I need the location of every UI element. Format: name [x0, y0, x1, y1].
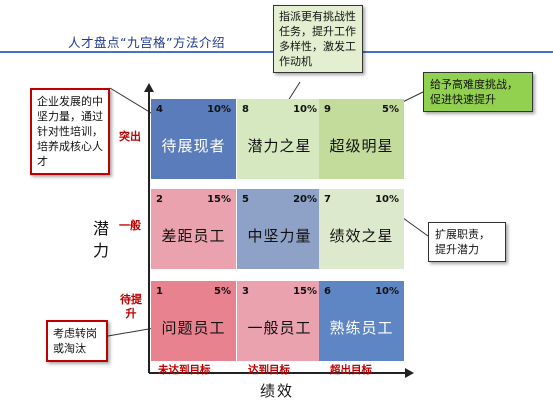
cell-number: 2 — [156, 194, 163, 205]
cell-label: 潜力之星 — [247, 137, 312, 155]
cell-number: 7 — [324, 194, 331, 205]
cell-number: 4 — [156, 104, 163, 115]
note-expand: 扩展职责，提升潜力 — [428, 222, 506, 262]
cell-percentage: 10% — [293, 104, 317, 115]
x-level-below: 未达到目标 — [158, 364, 211, 376]
cell-percentage: 20% — [293, 194, 317, 205]
grid-cell-7: 7 10% 绩效之星 — [319, 189, 404, 269]
grid-cell-8: 8 10% 潜力之星 — [237, 99, 322, 179]
cell-label: 中坚力量 — [247, 227, 312, 245]
x-level-meet: 达到目标 — [248, 364, 290, 376]
note-challenge: 指派更有挑战性任务，提升工作多样性，激发工作动机 — [273, 5, 363, 73]
cell-number: 6 — [324, 286, 331, 297]
y-level-medium: 一般 — [119, 219, 141, 232]
cell-label: 超级明星 — [329, 137, 394, 155]
cell-percentage: 15% — [293, 286, 317, 297]
cell-number: 1 — [156, 286, 163, 297]
cell-number: 3 — [242, 286, 249, 297]
cell-label: 问题员工 — [161, 319, 226, 337]
cell-label: 绩效之星 — [329, 227, 394, 245]
note-transfer: 考虑转岗或淘汰 — [46, 320, 108, 362]
y-level-high: 突出 — [119, 130, 141, 143]
cell-percentage: 10% — [207, 104, 231, 115]
x-axis — [149, 368, 414, 378]
cell-number: 9 — [324, 104, 331, 115]
cell-label: 差距员工 — [161, 227, 226, 245]
grid-cell-2: 2 15% 差距员工 — [151, 189, 236, 269]
y-axis-title: 潜力 — [92, 219, 109, 260]
cell-label: 一般员工 — [247, 319, 312, 337]
y-axis — [144, 83, 154, 373]
cell-percentage: 10% — [375, 194, 399, 205]
page-title: 人才盘点“九宫格”方法介绍 — [68, 35, 225, 50]
grid-cell-6: 6 10% 熟练员工 — [319, 281, 404, 361]
cell-percentage: 5% — [214, 286, 231, 297]
x-level-exceed: 超出目标 — [330, 364, 372, 376]
y-level-low: 待提升 — [120, 293, 142, 320]
note-promote: 给予高难度挑战，促进快速提升 — [423, 72, 533, 112]
grid-cell-3: 3 15% 一般员工 — [237, 281, 322, 361]
grid-cell-9: 9 5% 超级明星 — [319, 99, 404, 179]
note-core-talent: 企业发展的中坚力量，通过针对性培训，培养成核心人才 — [30, 88, 110, 175]
cell-number: 8 — [242, 104, 249, 115]
cell-percentage: 15% — [207, 194, 231, 205]
cell-label: 待展现者 — [161, 137, 226, 155]
cell-number: 5 — [242, 194, 249, 205]
cell-percentage: 10% — [375, 286, 399, 297]
grid-cell-1: 1 5% 问题员工 — [151, 281, 236, 361]
x-axis-title: 绩效 — [260, 382, 295, 400]
cell-percentage: 5% — [382, 104, 399, 115]
cell-label: 熟练员工 — [329, 319, 394, 337]
grid-cell-5: 5 20% 中坚力量 — [237, 189, 322, 269]
grid-cell-4: 4 10% 待展现者 — [151, 99, 236, 179]
